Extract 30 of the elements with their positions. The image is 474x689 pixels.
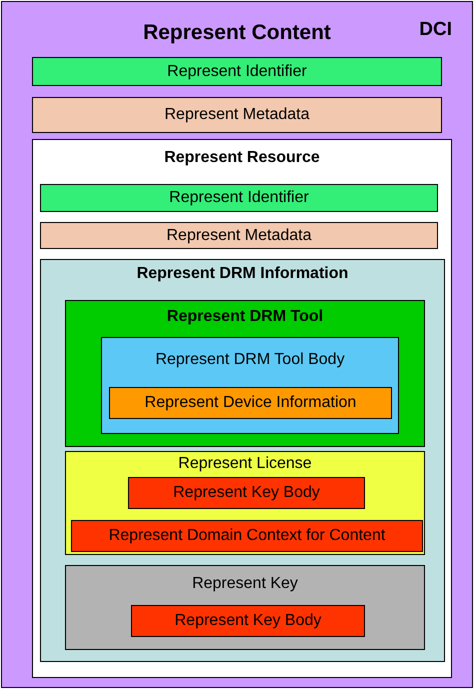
- process-box: [32, 57, 442, 86]
- container-box: [65, 565, 425, 650]
- box-title: Represent Metadata: [166, 226, 312, 246]
- container-box: [65, 451, 425, 555]
- process-box: [128, 477, 365, 509]
- process-box: [131, 605, 365, 637]
- box-title: Represent License: [178, 454, 312, 474]
- box-title: Represent Identifier: [169, 188, 309, 208]
- container-box: [65, 300, 425, 447]
- process-box: [40, 222, 438, 249]
- process-box: [71, 520, 423, 552]
- box-title: Represent Device Information: [144, 393, 356, 413]
- box-title: Represent Metadata: [164, 105, 310, 125]
- box-title: Represent DRM Information: [136, 264, 348, 284]
- process-box: [40, 184, 438, 212]
- box-title: Represent DRM Tool: [166, 307, 324, 327]
- process-box: [109, 387, 392, 419]
- box-title: Represent Identifier: [167, 62, 307, 82]
- process-box: [32, 97, 442, 133]
- box-title: Represent Domain Context for Content: [108, 526, 386, 546]
- container-box: [40, 259, 445, 662]
- container-box: [32, 139, 452, 678]
- box-title: Represent Content: [143, 20, 331, 46]
- box-title: Represent Key Body: [173, 483, 320, 503]
- box-title: Represent DRM Tool Body: [155, 350, 345, 370]
- container-box: [101, 337, 399, 434]
- box-title: Represent Key Body: [174, 611, 322, 631]
- corner-label: DCI: [419, 18, 452, 42]
- box-title: Represent Resource: [164, 148, 320, 168]
- box-title: Represent Key: [192, 574, 298, 594]
